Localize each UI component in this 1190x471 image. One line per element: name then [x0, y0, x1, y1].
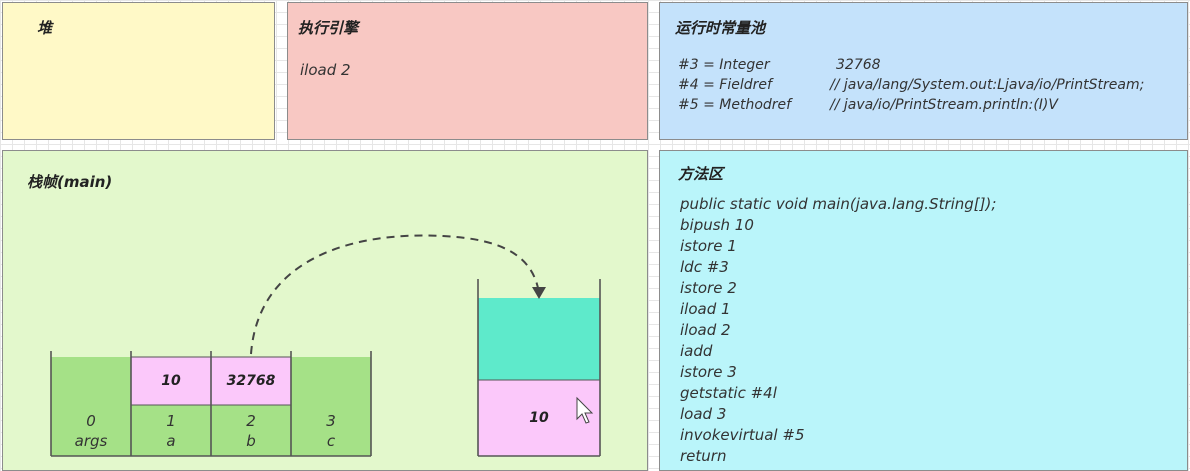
- bytecode-line: public static void main(java.lang.String…: [680, 195, 997, 213]
- bytecode-line: getstatic #4l: [680, 384, 777, 402]
- local-value-b: 32768: [226, 373, 276, 389]
- cursor-icon: [576, 396, 594, 424]
- local-slot-0: [51, 357, 131, 456]
- locals-outline: [50, 351, 372, 457]
- method-area-panel: 方法区 public static void main(java.lang.St…: [659, 150, 1188, 471]
- local-name: args: [74, 432, 108, 450]
- current-instruction: iload 2: [300, 61, 351, 79]
- local-slot-1-value: [131, 357, 211, 405]
- bytecode-line: ldc #3: [680, 258, 729, 276]
- local-label-3: 3 c: [291, 411, 371, 451]
- operand-stack-top: [478, 298, 600, 380]
- local-slot-3: [291, 357, 371, 456]
- operand-stack-bottom-value: 10: [529, 410, 549, 426]
- local-index: 1: [166, 412, 176, 430]
- operand-stack-top-value: [478, 298, 600, 380]
- constant-pool-panel: 运行时常量池 #3 = Integer 32768 #4 = Fieldref …: [659, 2, 1188, 140]
- bytecode-list: public static void main(java.lang.String…: [680, 194, 996, 467]
- local-name: c: [326, 432, 336, 450]
- heap-panel: 堆: [2, 2, 275, 140]
- bytecode-line: load 3: [680, 405, 727, 423]
- local-index: 0: [86, 412, 96, 430]
- local-value-a: 10: [161, 373, 181, 389]
- local-name: a: [166, 432, 176, 450]
- local-index: 2: [246, 412, 256, 430]
- arrowhead-icon: [532, 287, 546, 299]
- bytecode-line: return: [680, 447, 727, 465]
- pool-title: 运行时常量池: [675, 19, 766, 37]
- pool-entry-value: // java/io/PrintStream.println:(I)V: [830, 97, 1058, 113]
- local-index: 3: [326, 412, 336, 430]
- bytecode-line: iload 2: [680, 321, 731, 339]
- local-slot-2-value: [211, 357, 291, 405]
- local-label-2: 2 b: [211, 411, 291, 451]
- bytecode-line: istore 2: [680, 279, 737, 297]
- execution-engine-panel: 执行引擎 iload 2: [287, 2, 648, 140]
- bytecode-line: istore 3: [680, 363, 737, 381]
- local-label-0: 0 args: [51, 411, 131, 451]
- local-slot-1: [131, 405, 211, 456]
- operand-stack-outline: [477, 279, 601, 457]
- frame-title: 栈帧(main): [27, 173, 113, 191]
- heap-title: 堆: [37, 19, 53, 37]
- local-name: b: [246, 432, 256, 450]
- load-arrow: [250, 234, 540, 355]
- stack-frame-panel: 栈帧(main): [2, 150, 648, 471]
- bytecode-line: bipush 10: [680, 216, 754, 234]
- method-title: 方法区: [678, 165, 724, 183]
- stack-frame-drawing: [50, 234, 601, 457]
- bytecode-line: iadd: [680, 342, 713, 360]
- pool-entry-ref: #5 = Methodref: [678, 97, 792, 113]
- local-label-1: 1 a: [131, 411, 211, 451]
- pool-entry-value: 32768: [836, 57, 881, 73]
- pool-entry-ref: #4 = Fieldref: [678, 77, 772, 93]
- operand-stack-bottom: [478, 380, 600, 456]
- bytecode-line: istore 1: [680, 237, 737, 255]
- local-slot-2: [211, 405, 291, 456]
- bytecode-line: invokevirtual #5: [680, 426, 805, 444]
- engine-title: 执行引擎: [298, 19, 359, 37]
- pool-entry-ref: #3 = Integer: [678, 57, 770, 73]
- pool-entry-value: // java/lang/System.out:Ljava/io/PrintSt…: [830, 77, 1145, 93]
- bytecode-line: iload 1: [680, 300, 731, 318]
